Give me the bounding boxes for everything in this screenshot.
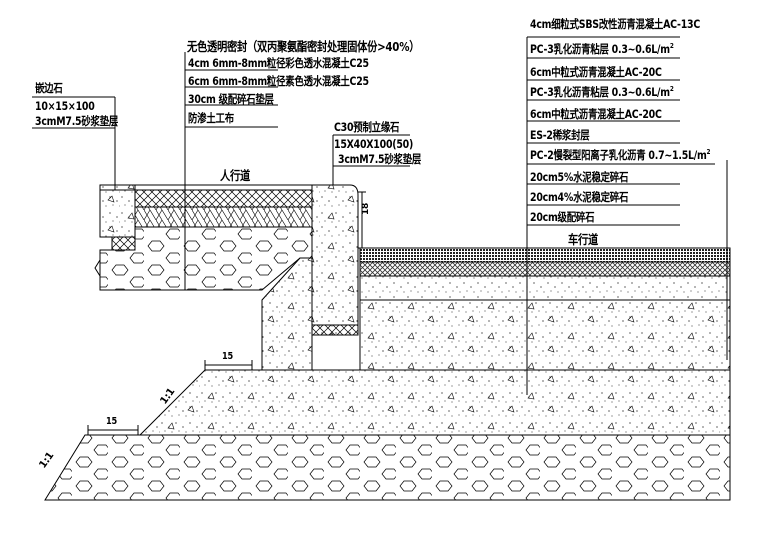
graded-gravel-layer [44,434,731,501]
curb-bed: 3cmM7.5砂浆垫层 [338,152,422,166]
sidewalk-layer: 30cm 级配碎石垫层 [188,92,274,106]
road-layer: ES-2稀浆封层 [530,128,590,142]
asphalt-ac20-lower-layer [359,275,731,301]
cement-stabilized-5pct-layer [359,299,731,371]
curb-dim: 18 [361,203,371,215]
step-dim-1: 15 [222,351,233,362]
step-dim-2: 15 [106,416,117,427]
sidewalk-label: 人行道 [220,168,251,183]
sidewalk-layer: 4cm 6mm-8mm粒径彩色透水混凝土C25 [188,56,369,70]
sidewalk-layer: 防渗土工布 [188,111,234,125]
road-layer: 6cm中粒式沥青混凝土AC-20C [530,65,662,79]
edge-stone-bed: 3cmM7.5砂浆垫层 [35,114,119,128]
edge-stone [99,184,136,238]
curb-size: 15X40X100(50) [334,137,414,151]
road-layer: 4cm细粒式SBS改性沥青混凝土AC-13C [530,17,701,31]
asphalt-ac20-layer [359,261,731,277]
road-layer: 20cm5%水泥稳定碎石 [530,170,629,184]
road-layer: PC-3乳化沥青粘层 0.3~0.6L/m2 [530,85,674,99]
road-layer: PC-3乳化沥青粘层 0.3~0.6L/m2 [530,42,674,56]
cement-stabilized-4pct-layer [138,369,731,436]
road-layer: 20cm级配碎石 [530,210,595,224]
road-layer: 6cm中粒式沥青混凝土AC-20C [530,107,662,121]
curb-title: C30预制立缘石 [334,120,400,134]
roadway-label: 车行道 [568,232,599,247]
curb-mortar-bed [311,324,359,336]
sidewalk-layer: 6cm 6mm-8mm粒径素色透水混凝土C25 [188,74,369,88]
edge-stone-title: 嵌边石 [35,81,63,95]
plain-pervious-concrete [134,206,313,228]
road-layer: PC-2慢裂型阳离子乳化沥青 0.7~1.5L/m2 [530,148,711,162]
edge-stone-mortar [111,236,136,251]
asphalt-ac13-layer [359,247,731,263]
road-layer: 20cm4%水泥稳定碎石 [530,190,629,204]
colored-pervious-concrete [134,189,313,208]
edge-stone-size: 10×15×100 [35,99,95,113]
seal-label: 无色透明密封（双丙聚氨酯密封处理固体份>40%） [187,39,420,54]
curb-stone [311,184,359,336]
